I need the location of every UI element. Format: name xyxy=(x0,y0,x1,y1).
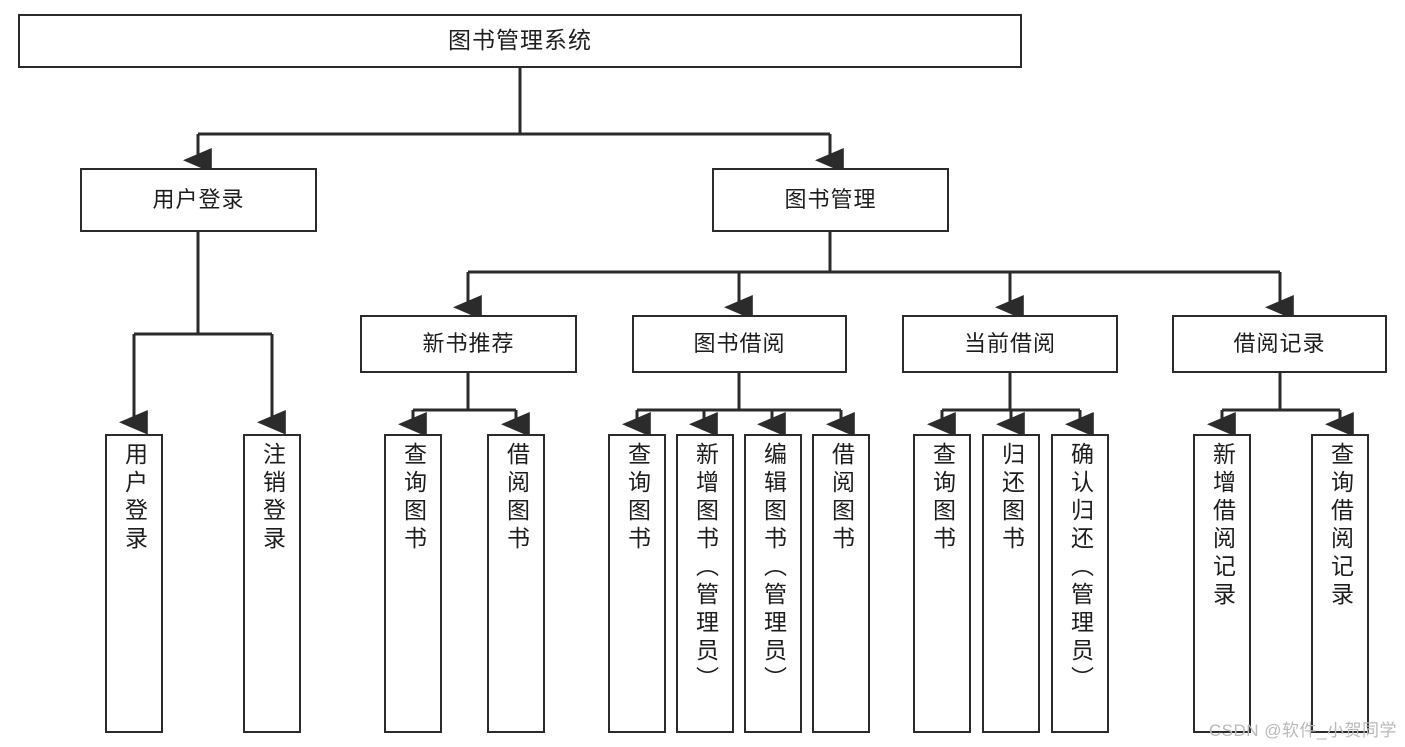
node-label: 查询图书 xyxy=(929,442,956,554)
node-label: 查询图书 xyxy=(400,442,427,554)
node-label: 用户登录 xyxy=(152,186,245,212)
node-book-borrow[interactable]: 图书借阅 xyxy=(632,315,847,373)
node-borrow-record[interactable]: 借阅记录 xyxy=(1172,315,1387,373)
node-label: 新书推荐 xyxy=(422,330,515,356)
node-label: 确认归还（管理员） xyxy=(1067,442,1094,694)
node-label: 借阅记录 xyxy=(1233,330,1326,356)
leaf-current-borrow-query-book[interactable]: 查询图书 xyxy=(913,434,971,733)
leaf-user-login-logout[interactable]: 注销登录 xyxy=(243,434,301,733)
leaf-user-login-login[interactable]: 用户登录 xyxy=(105,434,163,733)
node-label: 图书管理 xyxy=(784,186,877,212)
leaf-book-borrow-borrow-book[interactable]: 借阅图书 xyxy=(812,434,870,733)
node-label: 编辑图书（管理员） xyxy=(760,442,787,694)
leaf-book-borrow-query-book[interactable]: 查询图书 xyxy=(608,434,666,733)
node-label: 新增图书（管理员） xyxy=(692,442,719,694)
leaf-borrow-record-add-record[interactable]: 新增借阅记录 xyxy=(1193,434,1251,733)
leaf-new-book-query-book[interactable]: 查询图书 xyxy=(384,434,442,733)
node-label: 图书管理系统 xyxy=(448,27,592,54)
node-label: 图书借阅 xyxy=(693,330,786,356)
node-root-book-management-system[interactable]: 图书管理系统 xyxy=(18,14,1022,68)
node-book-management[interactable]: 图书管理 xyxy=(712,168,949,232)
leaf-book-borrow-add-book-admin[interactable]: 新增图书（管理员） xyxy=(676,434,734,733)
leaf-current-borrow-confirm-return-admin[interactable]: 确认归还（管理员） xyxy=(1051,434,1109,733)
csdn-watermark: CSDN @软件_小贺同学 xyxy=(1208,721,1397,740)
node-current-borrow[interactable]: 当前借阅 xyxy=(902,315,1118,373)
node-label: 用户登录 xyxy=(121,442,148,554)
node-label: 当前借阅 xyxy=(963,330,1056,356)
node-label: 查询借阅记录 xyxy=(1327,442,1354,610)
leaf-current-borrow-return-book[interactable]: 归还图书 xyxy=(982,434,1040,733)
node-label: 新增借阅记录 xyxy=(1209,442,1236,610)
node-new-book-recommend[interactable]: 新书推荐 xyxy=(360,315,577,373)
node-label: 归还图书 xyxy=(998,442,1025,554)
leaf-borrow-record-query-record[interactable]: 查询借阅记录 xyxy=(1311,434,1369,733)
node-label: 查询图书 xyxy=(624,442,651,554)
node-label: 借阅图书 xyxy=(503,442,530,554)
leaf-book-borrow-edit-book-admin[interactable]: 编辑图书（管理员） xyxy=(744,434,802,733)
leaf-new-book-borrow-book[interactable]: 借阅图书 xyxy=(487,434,545,733)
node-label: 借阅图书 xyxy=(828,442,855,554)
node-user-login[interactable]: 用户登录 xyxy=(80,168,317,232)
node-label: 注销登录 xyxy=(259,442,286,554)
